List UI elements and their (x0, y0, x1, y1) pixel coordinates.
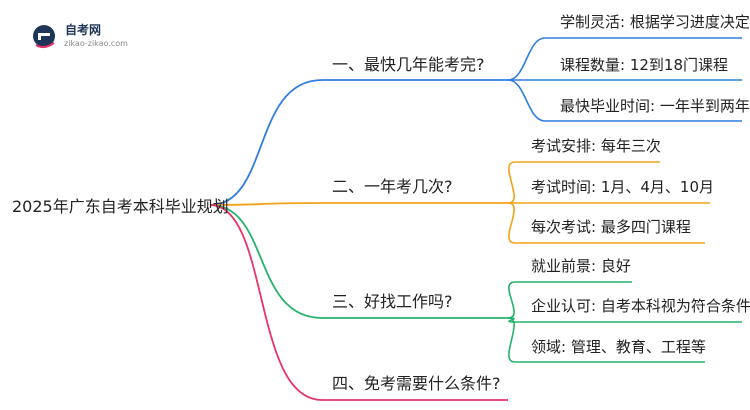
leaf-topic: 最快毕业时间: 一年半到两年 (560, 97, 750, 115)
logo-swoosh-icon (35, 42, 55, 49)
connector-branch-2 (209, 202, 323, 206)
leaf-connector (507, 202, 516, 244)
leaf-connector (507, 37, 546, 81)
logo-url: zikao-zikao.com (64, 39, 128, 48)
leaf-connector (507, 281, 516, 319)
leaf-topic: 领域: 管理、教育、工程等 (531, 338, 706, 356)
leaf-topic: 考试时间: 1月、4月、10月 (531, 178, 714, 196)
logo-glyph-icon (38, 33, 50, 40)
leaf-topic: 企业认可: 自考本科视为符合条件 (531, 297, 750, 315)
branch-topic-4: 四、免考需要什么条件? (332, 374, 501, 393)
leaf-connector (507, 161, 516, 204)
leaf-topic: 考试安排: 每年三次 (531, 137, 661, 155)
connector-branch-3 (209, 204, 323, 319)
logo-name: 自考网 (65, 22, 101, 37)
branch-topic-3: 三、好找工作吗? (332, 292, 453, 311)
branch-topic-2: 二、一年考几次? (332, 177, 453, 196)
leaf-topic: 课程数量: 12到18门课程 (560, 56, 728, 74)
leaf-topic: 就业前景: 良好 (531, 257, 631, 275)
leaf-topic: 学制灵活: 根据学习进度决定 (560, 13, 750, 31)
leaf-topic: 每次考试: 最多四门课程 (531, 218, 691, 236)
connector-branch-4 (209, 204, 323, 401)
root-topic: 2025年广东自考本科毕业规划 (12, 197, 229, 216)
connector-branch-1 (209, 79, 323, 206)
leaf-connector (507, 317, 516, 363)
site-logo[interactable]: 自考网 zikao-zikao.com (33, 22, 128, 49)
leaf-connector (507, 79, 546, 122)
branch-topic-1: 一、最快几年能考完? (332, 55, 485, 74)
